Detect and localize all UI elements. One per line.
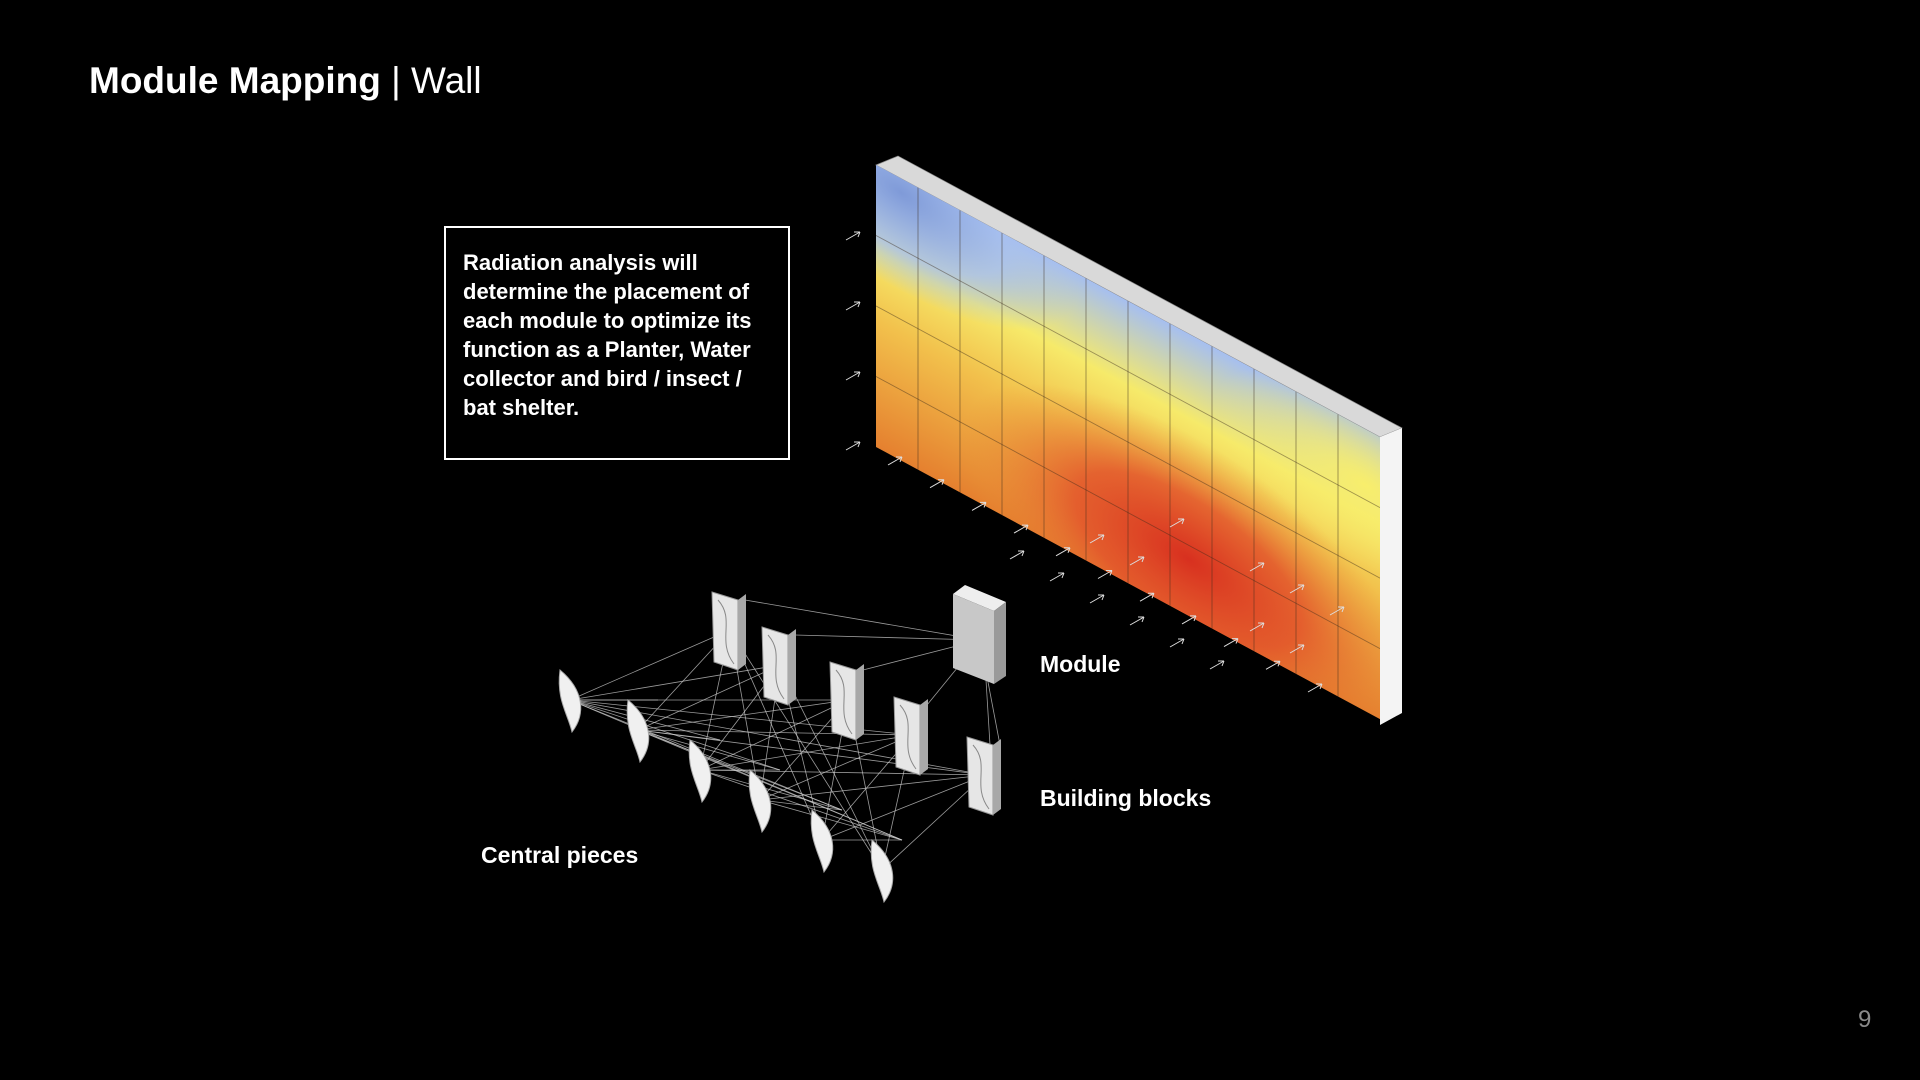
arrow-icon bbox=[1224, 639, 1238, 647]
arrow-icon bbox=[888, 457, 902, 465]
connection-line bbox=[700, 735, 912, 770]
central-piece-icon bbox=[627, 700, 649, 762]
label-central-pieces: Central pieces bbox=[481, 842, 638, 869]
connection-line bbox=[795, 635, 980, 640]
wall-side-edge bbox=[1380, 428, 1402, 725]
connection-line bbox=[638, 730, 902, 840]
central-piece-icon bbox=[559, 670, 581, 732]
arrow-icon bbox=[1266, 661, 1280, 669]
arrow-icon bbox=[846, 442, 860, 450]
radiation-wall bbox=[876, 165, 1380, 719]
arrow-icon bbox=[1140, 593, 1154, 601]
module-icon bbox=[953, 585, 1006, 684]
connection-line bbox=[638, 730, 780, 770]
arrow-icon bbox=[1210, 661, 1224, 669]
page-number: 9 bbox=[1858, 1006, 1871, 1034]
label-module: Module bbox=[1040, 651, 1121, 678]
central-piece-icon bbox=[749, 770, 771, 832]
building-block-icon bbox=[967, 737, 1001, 815]
arrow-icon bbox=[846, 372, 860, 380]
arrow-icon bbox=[1010, 551, 1024, 559]
arrow-icon bbox=[930, 480, 944, 488]
arrow-icon bbox=[1050, 573, 1064, 581]
arrow-icon bbox=[1130, 617, 1144, 625]
arrow-icon bbox=[972, 502, 986, 510]
building-block-icon bbox=[762, 627, 796, 705]
building-block-icon bbox=[830, 662, 864, 740]
central-piece-icon bbox=[871, 840, 893, 902]
connection-line bbox=[570, 630, 730, 700]
arrow-icon bbox=[1090, 595, 1104, 603]
arrow-icon bbox=[1182, 616, 1196, 624]
arrow-icon bbox=[1098, 571, 1112, 579]
building-block-icon bbox=[712, 592, 746, 670]
arrow-icon bbox=[1170, 639, 1184, 647]
label-building-blocks: Building blocks bbox=[1040, 785, 1211, 812]
connection-line bbox=[730, 630, 882, 870]
arrow-icon bbox=[1014, 525, 1028, 533]
building-block-icon bbox=[894, 697, 928, 775]
connection-line bbox=[822, 775, 985, 840]
connection-line bbox=[570, 665, 780, 700]
arrow-icon bbox=[846, 302, 860, 310]
arrow-icon bbox=[846, 232, 860, 240]
arrow-icon bbox=[1308, 684, 1322, 692]
arrow-icon bbox=[1056, 548, 1070, 556]
